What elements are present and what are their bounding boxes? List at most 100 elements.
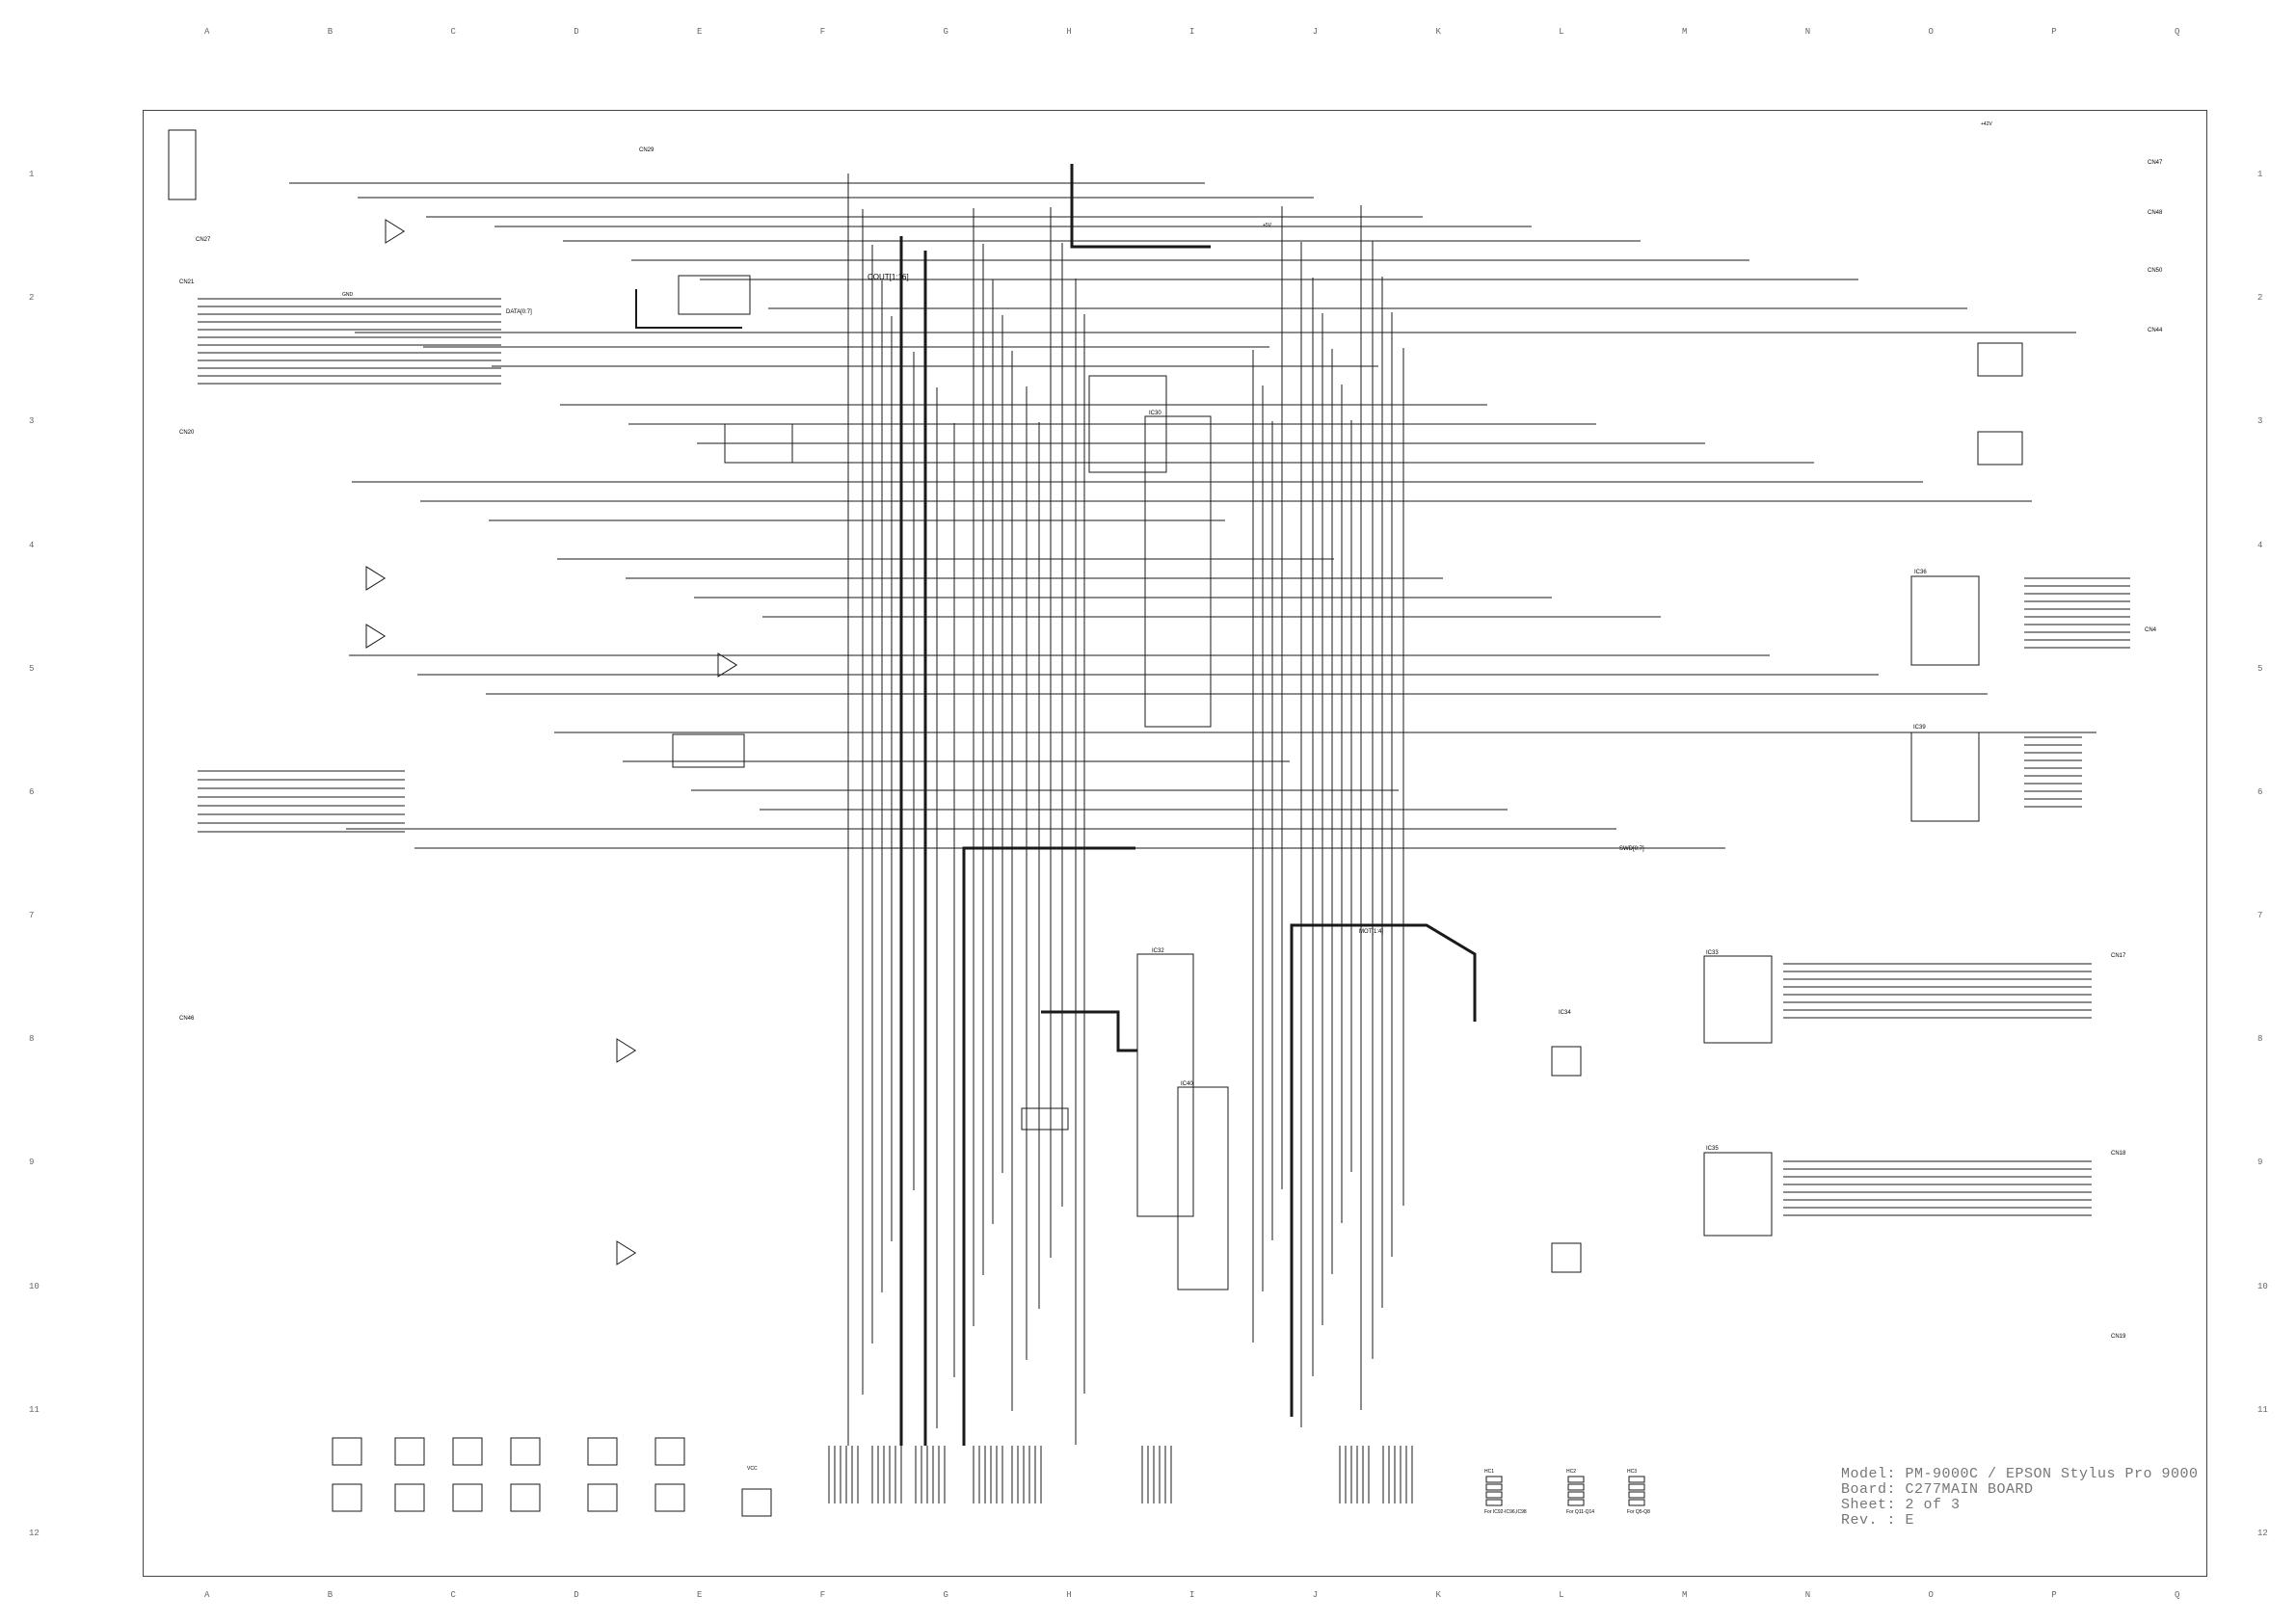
- power-decoupling-ic: [332, 1437, 362, 1466]
- connector-cn50: CN50: [2148, 268, 2163, 274]
- column-label-c: C: [450, 27, 456, 37]
- column-label-f: F: [819, 27, 826, 37]
- plus5v-label: +5V: [1263, 223, 1272, 228]
- bus-wire: [1290, 923, 1477, 1417]
- row-label-5: 5: [29, 663, 35, 674]
- legend-component: [1567, 1499, 1585, 1506]
- column-label-i: I: [1189, 1590, 1195, 1600]
- row-label-5: 5: [2257, 663, 2263, 674]
- row-label-10: 10: [29, 1281, 40, 1291]
- row-label-11: 11: [2257, 1404, 2268, 1415]
- connector-cn20: CN20: [179, 430, 195, 436]
- row-label-6: 6: [2257, 786, 2263, 797]
- column-label-i: I: [1189, 27, 1195, 37]
- row-label-9: 9: [29, 1157, 35, 1168]
- row-label-2: 2: [29, 293, 35, 304]
- row-label-2: 2: [2257, 293, 2263, 304]
- row-label-3: 3: [2257, 416, 2263, 427]
- row-label-12: 12: [29, 1529, 40, 1538]
- ic-buffer-lower: [672, 733, 745, 768]
- hc1-note: For IC92-IC96,IC98: [1484, 1509, 1527, 1515]
- ic34-body: [1551, 1046, 1582, 1077]
- ic-buffer-mid: [724, 423, 793, 464]
- ic40-body: [1177, 1086, 1229, 1290]
- column-label-q: Q: [2175, 27, 2180, 37]
- ic-lower-flipflop: [1551, 1242, 1582, 1273]
- column-label-e: E: [697, 1590, 703, 1600]
- ic-right-top: [1977, 342, 2023, 377]
- hc3-note: For Q5-Q8: [1627, 1509, 1650, 1515]
- bus-label-data: DATA[0:7]: [506, 309, 532, 315]
- op-amp-symbol: [385, 219, 406, 244]
- connector-cn29: CN29: [639, 147, 654, 153]
- driver-ic36-label: IC36: [1914, 570, 1927, 575]
- connector-cn46: CN46: [179, 1016, 195, 1022]
- legend-component: [1628, 1483, 1645, 1491]
- legend-component: [1628, 1491, 1645, 1499]
- legend-component: [1485, 1476, 1503, 1483]
- connector-cn27: CN27: [196, 237, 211, 243]
- row-label-8: 8: [2257, 1034, 2263, 1045]
- connector-top-left: [168, 129, 197, 200]
- column-label-h: H: [1066, 1590, 1072, 1600]
- ic-small-logic: [1021, 1107, 1069, 1131]
- bus-label-mot: MOT[1:4]: [1359, 929, 1383, 935]
- ic-right-mid: [1977, 431, 2023, 466]
- driver-ic34-label: IC34: [1559, 1010, 1571, 1016]
- column-label-m: M: [1682, 27, 1688, 37]
- connector-cn44: CN44: [2148, 328, 2163, 333]
- hc2-note: For Q11-Q14: [1566, 1509, 1594, 1515]
- legend-component: [1567, 1483, 1585, 1491]
- column-label-o: O: [1928, 27, 1934, 37]
- driver-ic35-label: IC35: [1706, 1146, 1719, 1152]
- title-board: Board: C277MAIN BOARD: [1841, 1481, 2034, 1498]
- column-label-g: G: [943, 27, 948, 37]
- connector-cn47: CN47: [2148, 160, 2163, 166]
- row-label-4: 4: [29, 540, 35, 550]
- row-label-7: 7: [2257, 911, 2263, 921]
- title-block: Model: PM-9000C / EPSON Stylus Pro 9000 …: [1841, 1466, 2199, 1529]
- legend-component: [1628, 1499, 1645, 1506]
- column-label-b: B: [327, 1590, 334, 1600]
- title-sheet: Sheet: 2 of 3: [1841, 1497, 1961, 1513]
- power-decoupling-ic: [510, 1437, 541, 1466]
- plus42v-label: +42V: [1981, 121, 1992, 127]
- vcc-label: VCC: [747, 1466, 758, 1472]
- ic33-body: [1703, 955, 1773, 1044]
- column-label-p: P: [2051, 1590, 2057, 1600]
- bus-wire: [635, 289, 742, 329]
- column-label-j: J: [1312, 27, 1319, 37]
- power-decoupling-ic: [394, 1483, 425, 1512]
- power-decoupling-ic: [741, 1488, 772, 1517]
- drawing-frame: [143, 110, 2207, 1577]
- op-amp-symbol: [365, 624, 387, 649]
- lower-ic-label: IC40: [1181, 1081, 1193, 1087]
- legend-component: [1485, 1483, 1503, 1491]
- row-label-11: 11: [29, 1404, 40, 1415]
- column-label-d: D: [574, 1590, 579, 1600]
- column-label-j: J: [1312, 1590, 1319, 1600]
- gnd-label: GND: [342, 292, 354, 298]
- row-label-8: 8: [29, 1034, 35, 1045]
- column-label-b: B: [327, 27, 334, 37]
- column-label-l: L: [1559, 1590, 1564, 1600]
- connector-cn17: CN17: [2111, 953, 2126, 959]
- power-decoupling-ic: [510, 1483, 541, 1512]
- bus-label-cout: COUT[1:16]: [868, 273, 909, 281]
- row-label-1: 1: [2257, 170, 2263, 179]
- driver-ic33-label: IC33: [1706, 950, 1719, 956]
- column-label-p: P: [2051, 27, 2057, 37]
- motor-ic-label: IC32: [1152, 948, 1164, 954]
- column-label-q: Q: [2175, 1590, 2180, 1600]
- ic39-body: [1910, 732, 1980, 822]
- power-decoupling-ic: [332, 1483, 362, 1512]
- column-label-a: A: [204, 27, 210, 37]
- title-model: Model: PM-9000C / EPSON Stylus Pro 9000: [1841, 1466, 2199, 1482]
- column-label-n: N: [1804, 1590, 1811, 1600]
- legend-component: [1567, 1491, 1585, 1499]
- connector-cn18: CN18: [2111, 1151, 2126, 1157]
- power-decoupling-ic: [452, 1483, 483, 1512]
- connector-cn4: CN4: [2145, 627, 2157, 633]
- column-label-g: G: [943, 1590, 948, 1600]
